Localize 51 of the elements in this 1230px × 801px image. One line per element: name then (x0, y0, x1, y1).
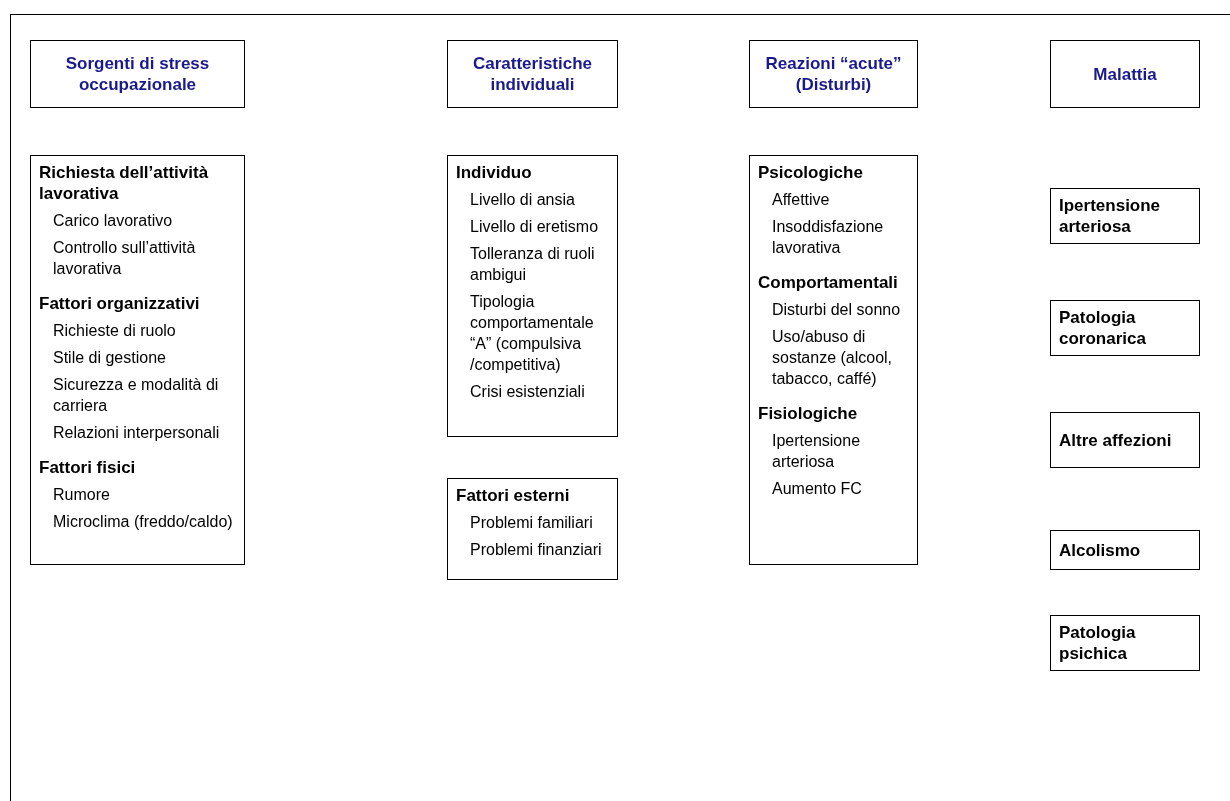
section-heading: Richiesta dell’attività lavorativa (39, 162, 210, 204)
list-item: Livello di ansia (470, 190, 576, 210)
list-item: Tolleranza di ruoli ambigui (470, 244, 596, 285)
factor-list-box (749, 155, 918, 565)
section-heading: Fattori fisici (39, 457, 137, 478)
disease-box (1050, 188, 1200, 244)
section-heading: Patologia psichica (1059, 622, 1137, 664)
list-item: Tipologia comportamentale “A” (compulsiva /competitiva) (470, 292, 595, 375)
column-title: Malattia (1092, 63, 1158, 85)
disease-box (1050, 412, 1200, 468)
disease-box (1050, 300, 1200, 356)
column-header-box (749, 40, 918, 108)
list-item: Aumento FC (772, 479, 863, 499)
factor-list-box (30, 155, 245, 565)
column-title: Reazioni “acute” (Disturbi) (764, 53, 903, 95)
list-item: Richieste di ruolo (53, 321, 177, 341)
list-item: Microclima (freddo/caldo) (53, 512, 234, 532)
list-item: Ipertensione arteriosa (772, 431, 862, 472)
list-item: Uso/abuso di sostanze (alcool, tabacco, caffé) (772, 327, 894, 389)
list-item: Rumore (53, 485, 111, 505)
section-heading: Individuo (456, 162, 533, 183)
disease-box (1050, 530, 1200, 570)
section-heading: Comportamentali (758, 272, 899, 293)
column-header-box (447, 40, 618, 108)
section-heading: Altre affezioni (1059, 429, 1173, 451)
column-header-box (1050, 40, 1200, 108)
section-heading: Fattori esterni (456, 485, 571, 506)
section-heading: Alcolismo (1059, 539, 1142, 561)
disease-box (1050, 615, 1200, 671)
section-heading: Fattori organizzativi (39, 293, 201, 314)
list-item: Relazioni interpersonali (53, 423, 221, 443)
section-heading: Fisiologiche (758, 403, 859, 424)
list-item: Carico lavorativo (53, 211, 174, 231)
section-heading: Psicologiche (758, 162, 864, 183)
factor-list-box (447, 155, 618, 437)
section-heading: Patologia coronarica (1059, 307, 1147, 349)
list-item: Disturbi del sonno (772, 300, 902, 320)
list-item: Crisi esistenziali (470, 382, 586, 402)
list-item: Affettive (772, 190, 831, 210)
list-item: Livello di eretismo (470, 217, 600, 237)
column-title: Sorgenti di stress occupazionale (64, 53, 211, 95)
section-heading: Ipertensione arteriosa (1059, 195, 1162, 237)
list-item: Problemi familiari (470, 513, 594, 533)
list-item: Controllo sull’attività lavorativa (53, 238, 197, 279)
column-header-box (30, 40, 245, 108)
column-title: Caratteristiche individuali (471, 53, 594, 95)
list-item: Problemi finanziari (470, 540, 603, 560)
factor-list-box (447, 478, 618, 580)
list-item: Sicurezza e modalità di carriera (53, 375, 220, 416)
list-item: Insoddisfazione lavorativa (772, 217, 885, 258)
list-item: Stile di gestione (53, 348, 167, 368)
